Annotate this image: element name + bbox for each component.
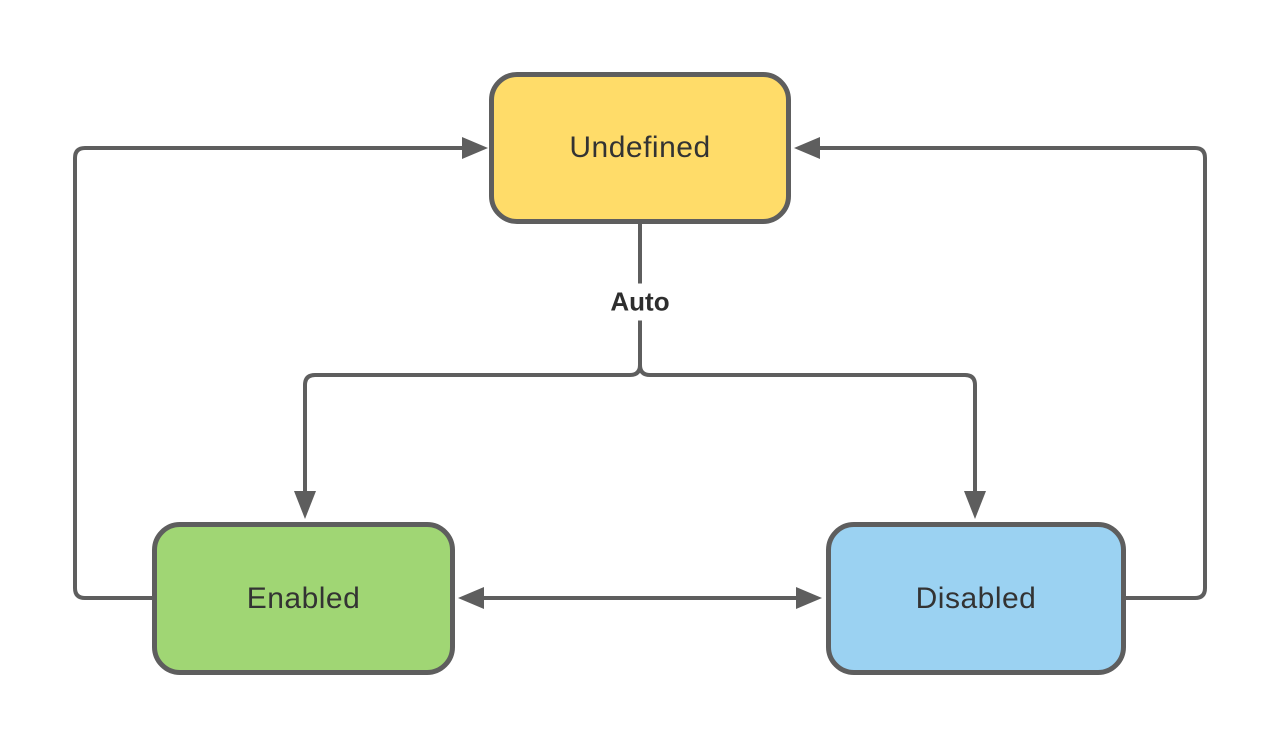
edge-undefined-to-disabled-path xyxy=(638,224,977,492)
arrowhead-into-enabled-right xyxy=(458,587,484,609)
arrowhead-into-disabled-top xyxy=(964,491,986,519)
edge-disabled-to-undefined xyxy=(794,137,1207,600)
node-undefined-label: Undefined xyxy=(569,131,711,164)
arrowhead-into-disabled-left xyxy=(796,587,822,609)
node-disabled: Disabled xyxy=(826,522,1126,675)
arrowhead-into-undefined-left xyxy=(462,137,488,159)
node-enabled: Enabled xyxy=(152,522,455,675)
edge-undefined-to-enabled-path xyxy=(303,224,642,492)
edge-enabled-to-undefined-path xyxy=(73,146,462,600)
node-disabled-label: Disabled xyxy=(915,581,1037,615)
node-undefined: Undefined xyxy=(489,72,791,224)
edge-enabled-disabled-bidirectional xyxy=(458,587,822,609)
edge-undefined-to-disabled xyxy=(638,224,986,519)
arrowhead-into-undefined-right xyxy=(794,137,820,159)
edge-undefined-to-enabled xyxy=(294,224,642,519)
edge-disabled-to-undefined-path xyxy=(820,146,1207,600)
edge-label-auto: Auto xyxy=(601,283,679,321)
edge-enabled-to-undefined xyxy=(73,137,488,600)
arrowhead-into-enabled-top xyxy=(294,491,316,519)
node-enabled-label: Enabled xyxy=(246,581,361,615)
